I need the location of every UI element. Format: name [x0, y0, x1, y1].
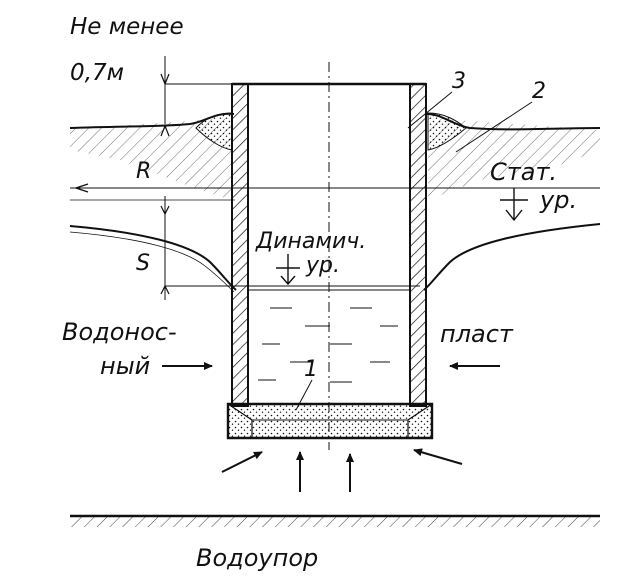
label-aquifer-2: ный [100, 352, 150, 380]
soil-hatch-left [70, 118, 232, 200]
well-wall-right [409, 83, 427, 407]
gravel-filter [226, 402, 434, 440]
well-wall-left [231, 83, 249, 407]
dim-07-arrow-top [160, 73, 170, 86]
water-strokes [258, 307, 398, 383]
static-level-marker [500, 188, 528, 222]
leader-2 [455, 101, 533, 153]
label-s: S [136, 251, 150, 276]
inflow-arrow-bottom-left [221, 451, 263, 473]
label-marker-1: 1 [304, 357, 318, 382]
dynamic-level-marker [276, 254, 300, 286]
r-arrowhead [73, 183, 89, 193]
label-marker-2: 2 [532, 79, 546, 104]
label-aquifer-1: Водонос- [62, 318, 177, 346]
depression-curve-left [69, 225, 237, 291]
aquiclude-hatch [70, 517, 600, 527]
label-min-height-2: 0,7м [70, 60, 124, 86]
leader-1 [295, 379, 313, 411]
label-min-height-1: Не менее [70, 14, 184, 40]
soil-hatch-right [428, 118, 600, 200]
label-aquiclude: Водоупор [196, 544, 318, 572]
clay-lock-right [427, 112, 467, 151]
label-r: R [136, 159, 151, 184]
label-dynamic-2: ур. [305, 253, 340, 278]
depression-curve-left-lower [69, 231, 235, 293]
dim-s-arrow-top [160, 205, 170, 216]
label-aquifer-3: пласт [440, 320, 514, 348]
label-dynamic-1: Динамич. [255, 229, 366, 254]
depression-curve-right [423, 223, 601, 291]
label-static-2: ур. [539, 186, 577, 214]
inflow-arrow-bottom-right [413, 448, 463, 465]
label-marker-3: 3 [452, 69, 466, 94]
dim-07-arrow-bottom [160, 124, 170, 137]
leader-3 [407, 91, 453, 129]
label-static-1: Стат. [490, 158, 557, 186]
